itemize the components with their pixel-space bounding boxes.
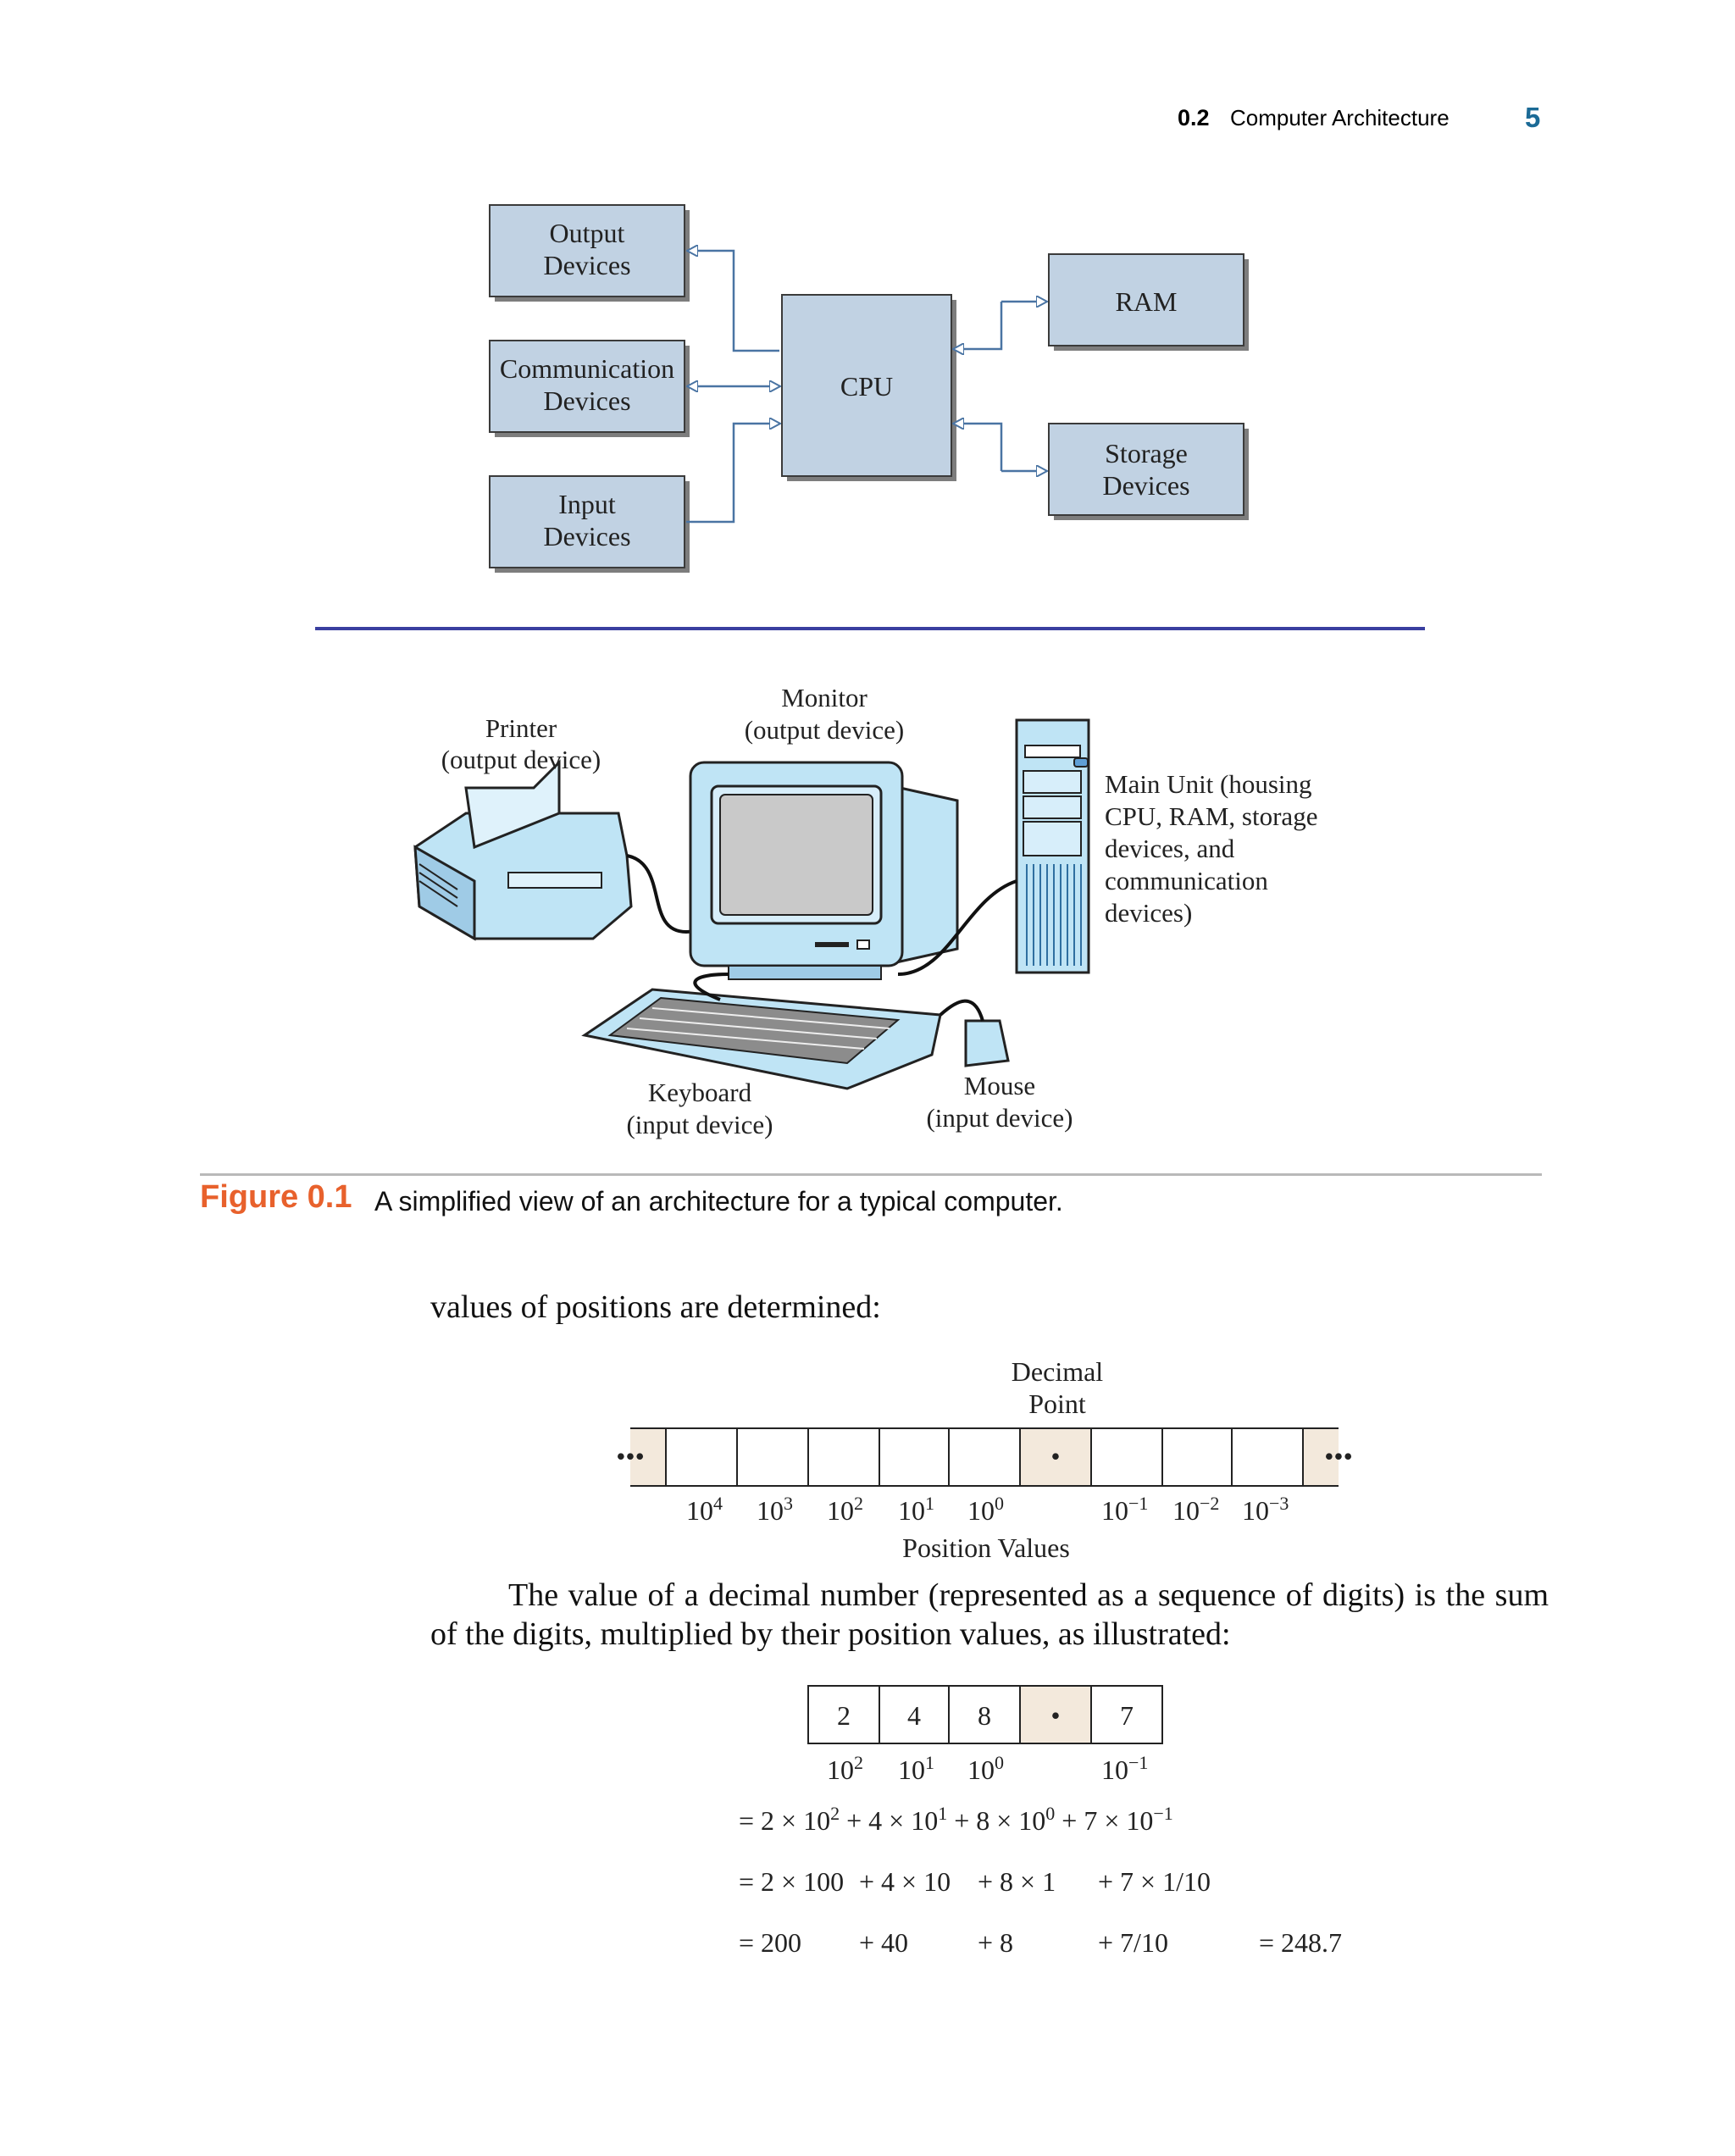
digit-cell: 4 (907, 1700, 921, 1731)
monitor-label-1: Monitor (781, 683, 868, 712)
figure-caption-text: A simplified view of an architecture for… (374, 1186, 1063, 1217)
ram-label: RAM (1116, 286, 1178, 317)
position-value: 10−2 (1172, 1493, 1219, 1526)
monitor-label-2: (output device) (745, 715, 905, 745)
input-devices-box (489, 475, 685, 568)
computer-illustration: Printer (output device) Monitor (output … (413, 683, 1317, 1139)
position-values-diagram: Decimal Point ••• • ••• 104 103 102 101 … (616, 1356, 1353, 1563)
storage-devices-label-1: Storage (1105, 438, 1188, 468)
main-unit-label-5: devices) (1105, 898, 1192, 928)
position-value: 102 (827, 1493, 863, 1526)
worked-example: 2 4 8 • 7 102 101 100 10−1 = 2 × 102 + 4… (739, 1685, 1342, 1958)
printer-icon (413, 759, 633, 941)
main-unit-label-4: communication (1105, 866, 1268, 895)
main-unit-label-2: CPU, RAM, storage (1105, 801, 1317, 831)
position-value: 104 (686, 1493, 723, 1526)
cpu-to-output-arrow (688, 251, 779, 352)
position-value: 100 (967, 1493, 1004, 1526)
cpu-box (781, 294, 952, 477)
equation-line-2-term: + 8 × 1 (978, 1866, 1056, 1897)
figure-number: Figure 0.1 (200, 1179, 352, 1215)
keyboard-label-2: (input device) (626, 1110, 773, 1139)
architecture-block-diagram: Output Devices Communication Devices Inp… (315, 204, 1425, 630)
section-number: 0.2 (1178, 105, 1210, 130)
input-devices-label-2: Devices (543, 521, 630, 551)
ram-to-cpu-arrow (954, 302, 1003, 349)
page-number: 5 (1525, 102, 1541, 133)
printer-label-1: Printer (485, 713, 557, 743)
communication-devices-label-1: Communication (500, 353, 674, 384)
output-devices-box (489, 204, 685, 297)
equation-result: = 248.7 (1259, 1927, 1342, 1958)
figure-caption: Figure 0.1 A simplified view of an archi… (200, 1179, 1555, 1230)
equation-line-3-term: + 8 (978, 1927, 1013, 1958)
position-value: 10−1 (1101, 1493, 1148, 1526)
equation-line-3-term: + 40 (859, 1927, 908, 1958)
input-devices-label-1: Input (558, 489, 616, 519)
body-paragraph: values of positions are determined: (430, 1289, 881, 1325)
decimal-dot: • (1050, 1700, 1060, 1731)
position-value: 101 (898, 1493, 934, 1526)
digit-cell: 7 (1120, 1700, 1134, 1731)
position-value: 10−3 (1242, 1493, 1289, 1526)
main-unit-label-3: devices, and (1105, 834, 1235, 863)
mouse-cable (939, 999, 984, 1022)
equation-line-3-term: + 7/10 (1098, 1927, 1168, 1958)
equation-line-3-term: = 200 (739, 1927, 801, 1958)
monitor-icon (689, 761, 959, 980)
equation-line-2-term: + 4 × 10 (859, 1866, 951, 1897)
equation-line-2-term: = 2 × 100 (739, 1866, 844, 1897)
monitor-cable (897, 879, 1017, 976)
decimal-dot: • (1050, 1441, 1060, 1472)
running-head: 0.2 Computer Architecture 5 (1169, 102, 1627, 139)
example-position-value: 101 (898, 1752, 934, 1785)
digit-cell: 2 (837, 1700, 851, 1731)
keyboard-cable (693, 973, 729, 1001)
storage-to-cpu-arrow (954, 424, 1003, 471)
ram-box (1048, 253, 1244, 346)
section-title: Computer Architecture (1230, 105, 1450, 130)
output-devices-label-1: Output (550, 218, 625, 248)
caption-rule (200, 1173, 1542, 1176)
main-unit-icon (1015, 718, 1090, 974)
digit-cell: 8 (978, 1700, 991, 1731)
keyboard-label-1: Keyboard (648, 1078, 752, 1107)
body-paragraph: The value of a decimal number (represent… (430, 1577, 1549, 1652)
right-ellipsis: ••• (1324, 1441, 1353, 1472)
example-position-value: 100 (967, 1752, 1004, 1785)
input-to-cpu-arrow (686, 424, 779, 524)
cpu-label: CPU (840, 371, 893, 402)
storage-devices-box (1048, 423, 1244, 516)
decimal-point-label-1: Decimal (1012, 1356, 1104, 1387)
storage-devices-label-2: Devices (1102, 470, 1189, 501)
decimal-point-label-2: Point (1028, 1388, 1086, 1419)
communication-devices-box (489, 340, 685, 433)
printer-label-2: (output device) (441, 745, 601, 774)
output-devices-label-2: Devices (543, 250, 630, 280)
example-position-value: 10−1 (1101, 1752, 1148, 1785)
keyboard-icon (581, 988, 942, 1090)
position-value: 103 (757, 1493, 793, 1526)
equation-line-2-term: + 7 × 1/10 (1098, 1866, 1211, 1897)
main-unit-label-1: Main Unit (housing (1105, 769, 1312, 799)
mouse-icon (964, 1019, 1010, 1067)
mouse-label-1: Mouse (964, 1071, 1035, 1100)
position-values-label: Position Values (902, 1532, 1070, 1563)
left-ellipsis: ••• (616, 1441, 645, 1472)
example-position-value: 102 (827, 1752, 863, 1785)
mouse-label-2: (input device) (926, 1103, 1073, 1133)
equation-line-1: = 2 × 102 + 4 × 101 + 8 × 100 + 7 × 10−1 (739, 1803, 1173, 1836)
communication-devices-label-2: Devices (543, 385, 630, 416)
